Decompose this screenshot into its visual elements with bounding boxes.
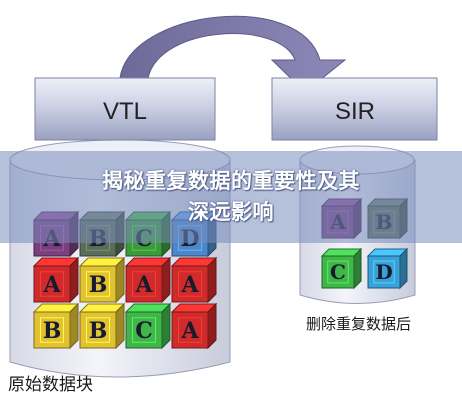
block-letter: B <box>89 318 108 344</box>
sir-box: SIR <box>271 77 438 141</box>
original-block-3-4: A <box>170 302 218 350</box>
block-letter: C <box>330 260 346 284</box>
title-banner: 揭秘重复数据的重要性及其 深远影响 <box>0 151 462 243</box>
block-letter: A <box>180 272 199 298</box>
block-letter: A <box>42 272 61 298</box>
block-letter: D <box>375 260 392 284</box>
vtl-label: VTL <box>103 98 147 125</box>
original-block-2-3: A <box>124 256 172 304</box>
block-letter: C <box>135 318 153 344</box>
original-block-2-4: A <box>170 256 218 304</box>
block-letter: A <box>180 318 199 344</box>
curved-arrow <box>119 15 347 93</box>
original-block-2-1: A <box>32 256 80 304</box>
dedup-block-2-1: C <box>320 247 363 290</box>
caption-after-dedup: 删除重复数据后 <box>306 315 412 333</box>
block-letter: B <box>89 272 108 298</box>
vtl-box: VTL <box>34 77 217 141</box>
sir-label: SIR <box>335 98 375 125</box>
dedup-block-2-2: D <box>366 247 409 290</box>
original-block-3-2: B <box>78 302 126 350</box>
title-line-2: 深远影响 <box>188 200 274 224</box>
block-letter: B <box>43 318 62 344</box>
title-line-1: 揭秘重复数据的重要性及其 <box>102 169 360 193</box>
caption-original-blocks: 原始数据块 <box>8 375 93 395</box>
original-block-3-3: C <box>124 302 172 350</box>
block-letter: A <box>134 272 153 298</box>
original-block-3-1: B <box>32 302 80 350</box>
original-block-2-2: B <box>78 256 126 304</box>
